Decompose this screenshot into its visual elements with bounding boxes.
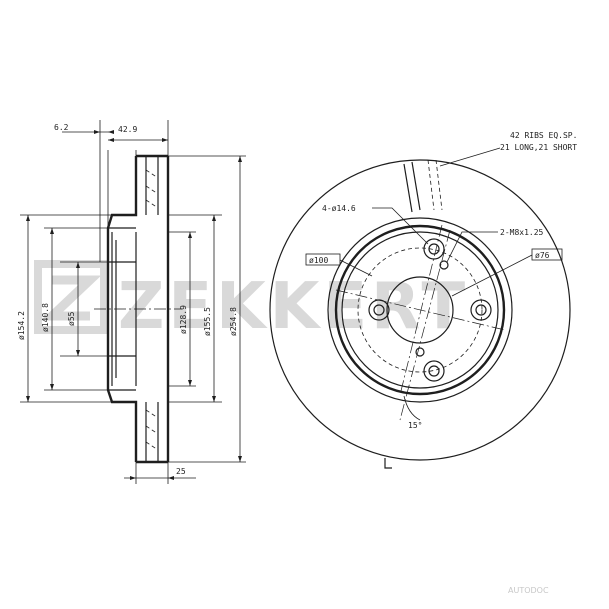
stud-hole-right (470, 299, 492, 321)
stud-hole-top-inner (428, 243, 440, 255)
section-mark-bottom (384, 458, 392, 469)
watermark-brand: ZEKKERT (118, 270, 469, 344)
stud-hole-bottom-inner (428, 365, 440, 377)
arrow-254-top (238, 156, 242, 162)
angle-arc (403, 395, 421, 421)
arrow-thickness-right (168, 476, 174, 480)
arrow-offset-right (108, 130, 114, 134)
rib-slot-right (427, 159, 443, 211)
threaded-holes (415, 260, 449, 357)
arrow-254-bottom (238, 456, 242, 462)
vent-ribs (145, 169, 159, 451)
stud-hole-bottom (423, 360, 445, 382)
arrow-154-top (26, 215, 30, 221)
leader-bore (451, 254, 533, 297)
dim-154-label: ø154.2 (17, 311, 26, 340)
front-centerline-c (399, 229, 451, 421)
label-holes: 4-ø14.6 (322, 204, 356, 213)
hat-inner-circle (341, 231, 499, 389)
vent-channel-walls (145, 156, 159, 462)
watermark-footer: AUTODOC (508, 586, 549, 595)
label-angle: 15° (408, 421, 422, 430)
stud-holes (368, 238, 492, 382)
label-pcd: ø100 (309, 256, 328, 265)
stud-hole-top (423, 238, 445, 260)
arrow-140-bottom (50, 384, 54, 390)
stud-hole-left-inner (373, 304, 385, 316)
arrow-hat-right (162, 138, 168, 142)
arrow-thickness-left (130, 476, 136, 480)
dim-155-label: ø155.5 (203, 307, 212, 336)
bottom-extension-lines (135, 462, 169, 484)
arrow-155-bottom (212, 396, 216, 402)
friction-inner-circle (327, 217, 513, 403)
arrow-154-bottom (26, 396, 30, 402)
dim-hat-label: 42.9 (118, 125, 137, 134)
thread-hole-upper (439, 260, 449, 270)
leader-pcd (339, 259, 373, 277)
arrow-hat-left (108, 138, 114, 142)
dim-254-label: ø254.8 (229, 307, 238, 336)
pcd-label-box (305, 253, 341, 266)
front-centerline-b (399, 224, 443, 396)
stud-hole-right-inner (475, 304, 487, 316)
watermark: ZEKKERT AUTODOC (34, 260, 549, 595)
pcd-circle (357, 247, 483, 373)
arrow-offset-left (94, 130, 100, 134)
leader-ribs (439, 147, 501, 167)
right-extension-lines (168, 155, 246, 463)
label-threads: 2-M8x1.25 (500, 228, 544, 237)
hat-outer-circle (334, 224, 506, 396)
label-ribs-line1: 42 RIBS EQ.SP. (510, 131, 577, 140)
leader-holes (372, 207, 429, 245)
arrow-128-top (188, 232, 192, 238)
dim-thickness-label: 25 (176, 467, 186, 476)
label-ribs-line2: 21 LONG,21 SHORT (500, 143, 577, 152)
bore-label-box (531, 248, 563, 261)
disc-outer-circle (269, 159, 571, 461)
hub-bore-edges (108, 261, 136, 357)
dim-offset-label: 6.2 (54, 123, 69, 132)
arrow-140-top (50, 228, 54, 234)
top-extension-lines (99, 120, 169, 262)
dim-55-label: ø55 (67, 311, 76, 326)
arrow-155-top (212, 215, 216, 221)
arrow-128-bottom (188, 380, 192, 386)
thread-hole-lower (415, 347, 425, 357)
arrow-55-top (76, 262, 80, 268)
left-extension-lines (20, 214, 136, 403)
front-centerline-a (335, 289, 506, 331)
watermark-logo-frame (34, 260, 108, 334)
front-view: 42 RIBS EQ.SP. 21 LONG,21 SHORT 4-ø14.6 … (269, 131, 577, 469)
hat-steps (108, 227, 136, 391)
side-section-view: 6.2 42.9 ø154.2 ø140.8 ø55 ø128.9 ø155.5… (17, 120, 246, 484)
dim-140-label: ø140.8 (41, 303, 50, 332)
leader-threads (446, 231, 498, 263)
label-bore: ø76 (535, 251, 550, 260)
dim-128-label: ø128.9 (179, 305, 188, 334)
arrow-55-bottom (76, 350, 80, 356)
rib-slot-left (403, 161, 421, 213)
watermark-logo-z (40, 275, 102, 321)
